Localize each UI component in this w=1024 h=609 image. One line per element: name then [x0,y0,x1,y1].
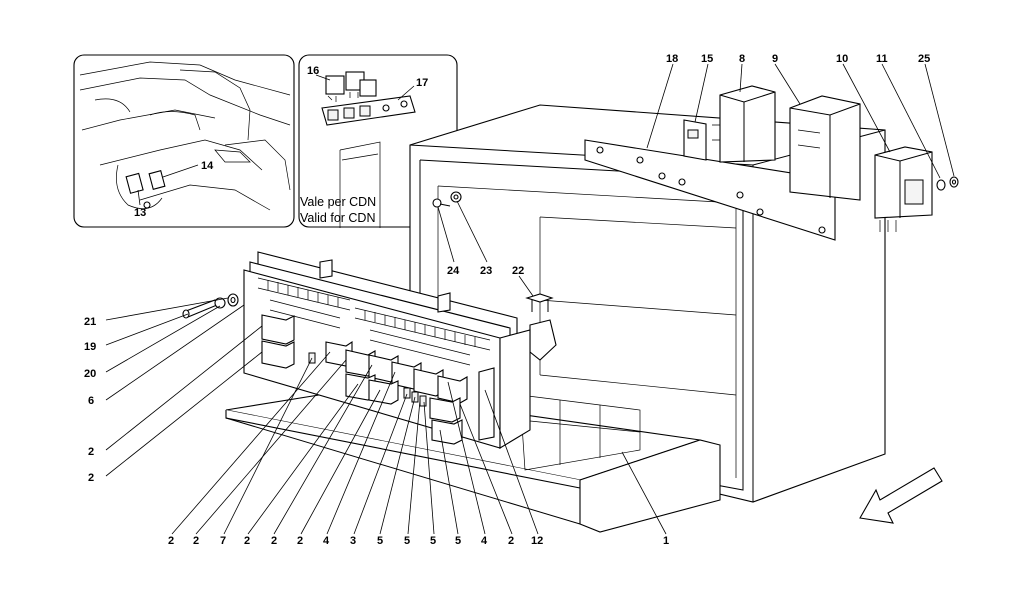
callout-1: 1 [663,535,669,547]
callout-20: 20 [84,368,96,380]
leader-lines [105,63,955,535]
callout-10: 10 [836,53,848,65]
relay-icon [261,314,468,445]
note-line-1: Vale per CDN [300,195,376,209]
support-bracket [584,139,836,241]
inset-car-interior [73,54,295,228]
screw-icon [182,293,239,319]
callout-2-bottom-6: 2 [508,535,514,547]
callout-2-bottom-4: 2 [271,535,277,547]
callout-2-left-b: 2 [88,472,94,484]
direction-arrow-icon [859,467,943,524]
callout-labels: 18 15 8 9 10 11 25 24 23 22 21 19 20 6 2… [84,53,930,547]
callout-13: 13 [134,207,146,219]
callout-5-bottom-2: 5 [404,535,410,547]
callout-8: 8 [739,53,745,65]
callout-14: 14 [201,160,214,172]
callout-5-bottom-1: 5 [377,535,383,547]
callout-15: 15 [701,53,713,65]
callout-24: 24 [447,265,460,277]
relay-15 [683,119,707,161]
callout-25: 25 [918,53,930,65]
callout-4-bottom-2: 4 [481,535,488,547]
callout-21: 21 [84,316,96,328]
note-line-2: Valid for CDN [300,211,375,225]
relay-10 [874,146,933,232]
callout-22: 22 [512,265,524,277]
callout-2-bottom-2: 2 [193,535,199,547]
callout-19: 19 [84,341,96,353]
fuse-icon [257,277,491,366]
callout-23: 23 [480,265,492,277]
callout-17: 17 [416,77,428,89]
callout-11: 11 [876,53,888,65]
callout-18: 18 [666,53,678,65]
callout-7: 7 [220,535,226,547]
relay-8 [712,85,776,163]
callout-5-bottom-3: 5 [430,535,436,547]
callout-6: 6 [88,395,94,407]
callout-12: 12 [531,535,543,547]
callout-4-bottom-1: 4 [323,535,330,547]
callout-2-bottom-1: 2 [168,535,174,547]
fuse-relay-board [243,251,531,449]
washer-icon [936,176,959,191]
callout-3: 3 [350,535,356,547]
callout-9: 9 [772,53,778,65]
callout-16: 16 [307,65,319,77]
callout-2-bottom-3: 2 [244,535,250,547]
relay-9 [789,95,861,201]
callout-2-left-a: 2 [88,446,94,458]
relay-icon [325,71,377,102]
screw-icon [432,191,462,208]
callout-2-bottom-5: 2 [297,535,303,547]
callout-5-bottom-4: 5 [455,535,461,547]
